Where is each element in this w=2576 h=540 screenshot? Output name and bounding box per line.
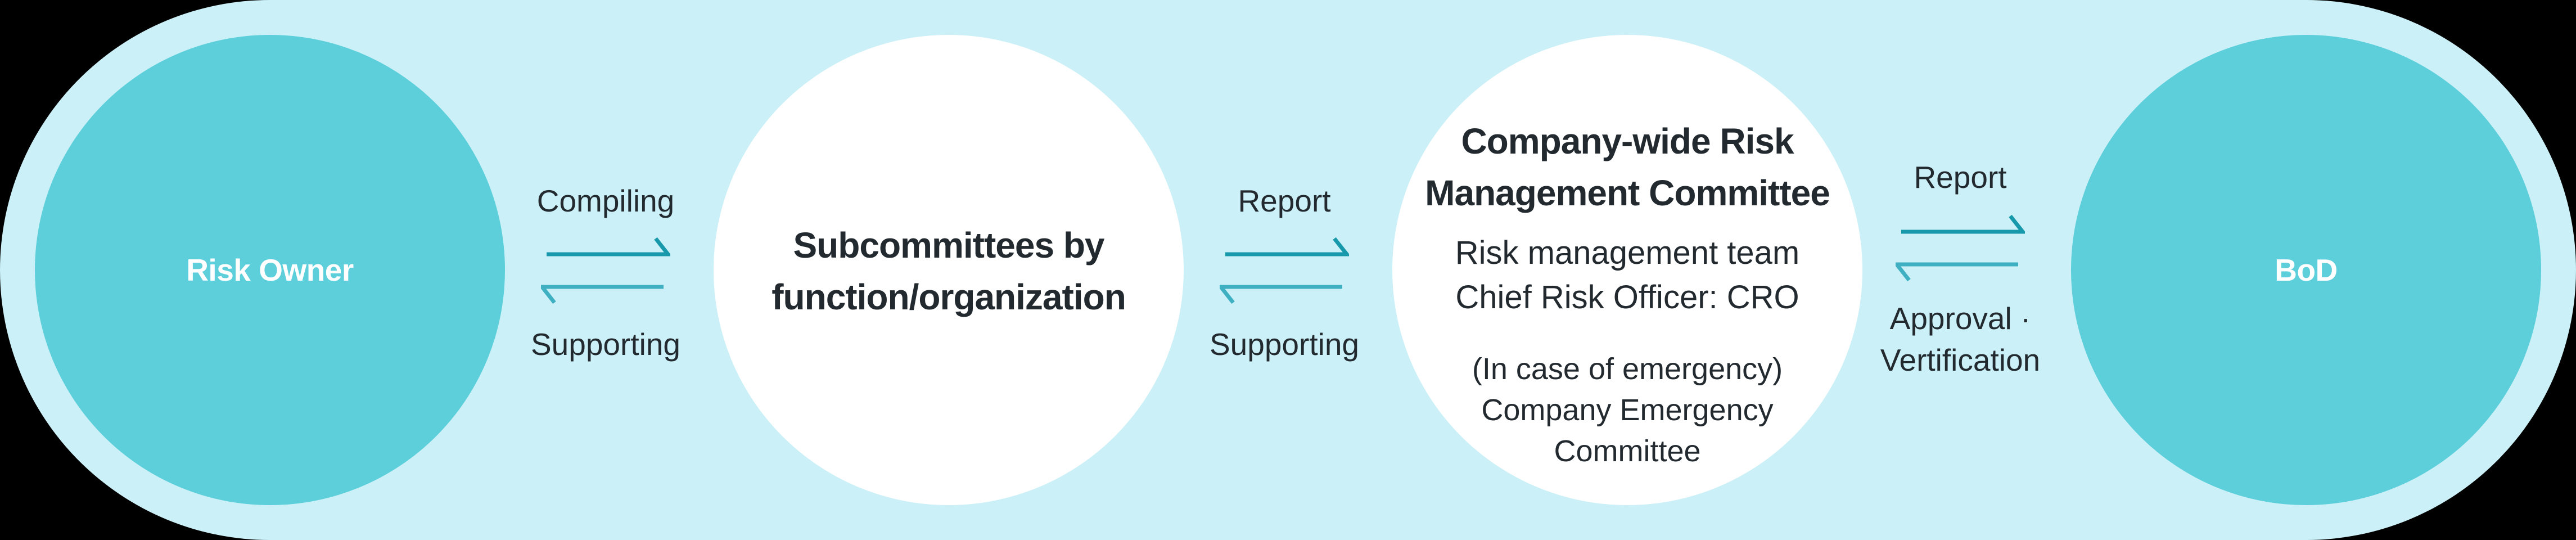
node-committee-body: Risk management team Chief Risk Officer:… bbox=[1392, 231, 1862, 320]
title-line: Subcommittees by bbox=[793, 225, 1104, 266]
connector-top-label: Report bbox=[1238, 183, 1331, 218]
backward-arrow-icon bbox=[541, 285, 664, 304]
title-line: Management Committee bbox=[1425, 173, 1830, 213]
connector-subcommittees-committee: Report Supporting bbox=[1155, 0, 1414, 540]
exchange-arrows-icon bbox=[1896, 214, 2025, 282]
note-line: Committee bbox=[1554, 434, 1701, 468]
title-line: Company-wide Risk bbox=[1461, 121, 1794, 161]
forward-arrow-icon bbox=[1225, 237, 1349, 256]
connector-bottom-label: Supporting bbox=[530, 327, 681, 362]
bottom-label-line: Approval · bbox=[1889, 301, 2031, 336]
node-risk-owner: Risk Owner bbox=[35, 35, 505, 505]
forward-arrow-icon bbox=[1901, 214, 2025, 234]
connector-bottom-label: Supporting bbox=[1209, 327, 1360, 362]
forward-arrow-icon bbox=[547, 237, 670, 256]
node-bod-label: BoD bbox=[2275, 253, 2338, 287]
body-line: Risk management team bbox=[1455, 235, 1800, 271]
node-subcommittees: Subcommittees by function/organization bbox=[714, 35, 1184, 505]
node-bod: BoD bbox=[2071, 35, 2541, 505]
connector-bottom-label: Approval · Vertification bbox=[1831, 298, 2090, 381]
node-company-wide-risk-management-committee: Company-wide Risk Management Committee R… bbox=[1392, 35, 1862, 505]
connector-top-label: Report bbox=[1914, 160, 2007, 195]
exchange-arrows-icon bbox=[1220, 237, 1349, 304]
backward-arrow-icon bbox=[1220, 285, 1342, 304]
exchange-arrows-icon bbox=[541, 237, 670, 304]
note-line: Company Emergency bbox=[1481, 393, 1774, 427]
note-line: (In case of emergency) bbox=[1472, 352, 1783, 386]
node-committee-title: Company-wide Risk Management Committee bbox=[1392, 115, 1862, 219]
connector-riskowner-subcommittees: Compiling Supporting bbox=[476, 0, 735, 540]
node-committee-emergency-note: (In case of emergency) Company Emergency… bbox=[1392, 349, 1862, 472]
node-risk-owner-label: Risk Owner bbox=[186, 253, 354, 287]
bottom-label-line: Vertification bbox=[1880, 343, 2041, 377]
node-subcommittees-title: Subcommittees by function/organization bbox=[714, 219, 1184, 323]
connector-top-label: Compiling bbox=[536, 183, 675, 218]
title-line: function/organization bbox=[772, 277, 1126, 317]
body-line: Chief Risk Officer: CRO bbox=[1455, 279, 1799, 316]
backward-arrow-icon bbox=[1896, 262, 2018, 282]
connector-committee-bod: Report Approval · Vertification bbox=[1831, 0, 2090, 540]
